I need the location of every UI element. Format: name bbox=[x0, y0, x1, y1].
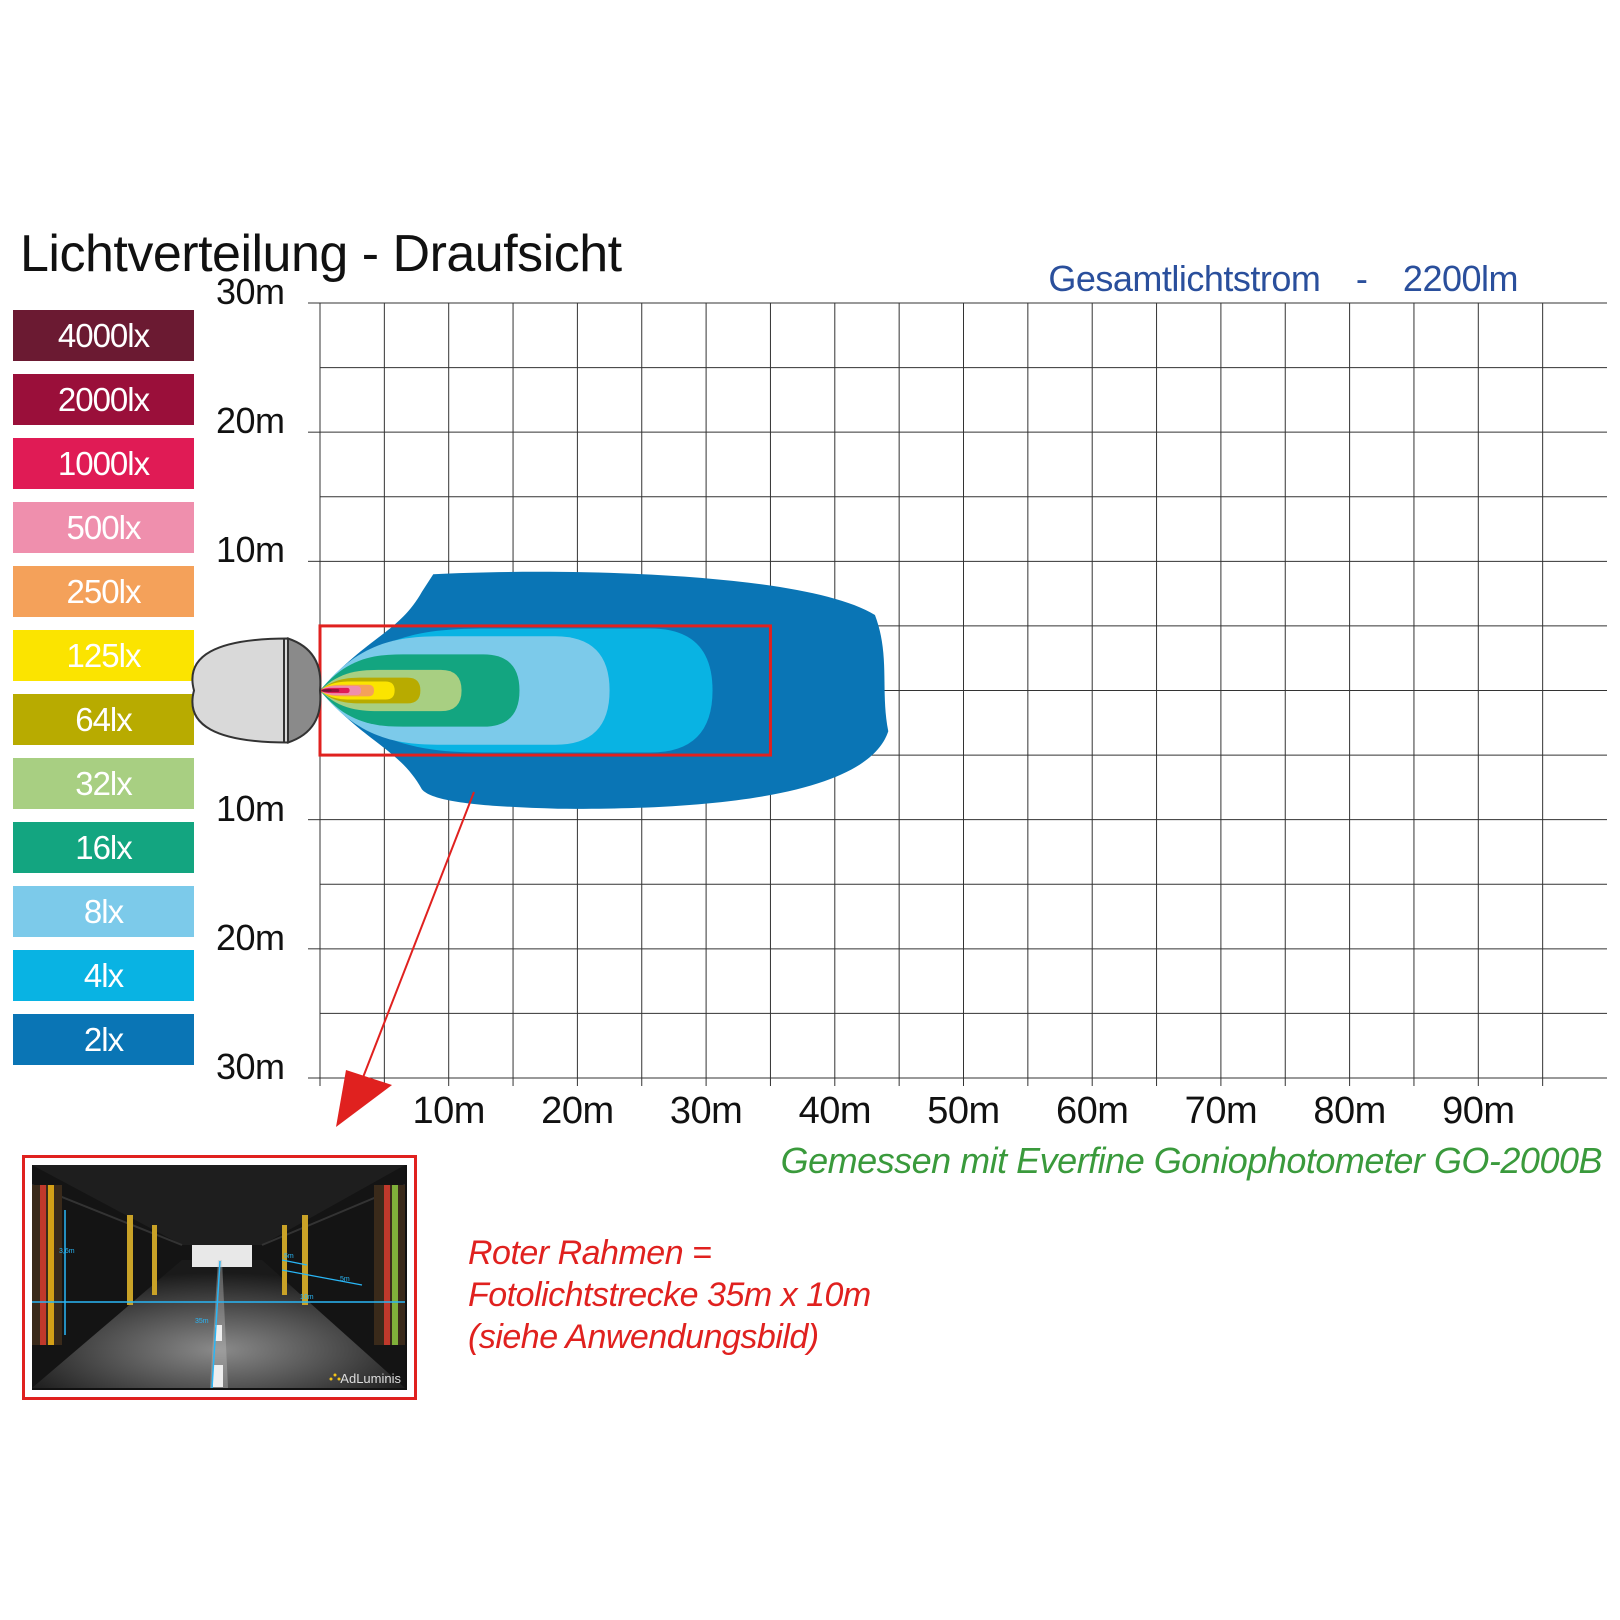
y-tick-label: 20m bbox=[216, 400, 285, 442]
lamp-lens bbox=[287, 637, 322, 744]
lux-legend: 4000lx 2000lx 1000lx 500lx 250lx 125lx 64lx 32l… bbox=[13, 310, 194, 1078]
frame-note-line: Fotolichtstrecke 35m x 10m bbox=[468, 1276, 871, 1314]
brand-logo-text: AdLuminis bbox=[340, 1371, 401, 1386]
total-flux-value: 2200lm bbox=[1402, 258, 1519, 299]
legend-item: 250lx bbox=[13, 566, 194, 617]
y-tick-label: 30m bbox=[216, 1046, 285, 1087]
legend-item: 125lx bbox=[13, 630, 194, 681]
x-tick-label: 80m bbox=[1313, 1090, 1386, 1132]
total-flux: Gesamtlichtstrom - 2200lm bbox=[1048, 258, 1518, 300]
total-flux-label: Gesamtlichtstrom bbox=[1048, 258, 1321, 299]
legend-item: 2000lx bbox=[13, 374, 194, 425]
legend-item: 2lx bbox=[13, 1014, 194, 1065]
photo-label-5m: 5m bbox=[284, 1253, 294, 1260]
total-flux-dash: - bbox=[1355, 258, 1368, 299]
legend-item: 4000lx bbox=[13, 310, 194, 361]
legend-item: 32lx bbox=[13, 758, 194, 809]
x-tick-label: 30m bbox=[669, 1090, 743, 1132]
x-tick-label: 90m bbox=[1442, 1090, 1515, 1132]
arrow-line bbox=[361, 791, 475, 1081]
photo-label-5m: 5m bbox=[340, 1276, 350, 1283]
tunnel-photo: 3,6m 5m 5m 10m 35m AdLuminis bbox=[32, 1165, 407, 1390]
y-tick-label: 30m bbox=[216, 271, 285, 312]
x-tick-label: 10m bbox=[412, 1090, 485, 1132]
lamp-body bbox=[191, 637, 289, 744]
y-tick-label: 10m bbox=[216, 787, 285, 829]
frame-note-line: (siehe Anwendungsbild) bbox=[468, 1318, 819, 1356]
x-tick-label: 40m bbox=[798, 1090, 872, 1132]
legend-item: 16lx bbox=[13, 822, 194, 873]
measurement-note: Gemessen mit Everfine Goniophotometer GO… bbox=[780, 1140, 1603, 1181]
x-tick-label: 50m bbox=[927, 1090, 1000, 1132]
application-photo: 3,6m 5m 5m 10m 35m AdLuminis bbox=[22, 1155, 417, 1400]
photo-label-height: 3,6m bbox=[59, 1248, 75, 1255]
isolux-contour-4000lx bbox=[320, 689, 332, 692]
photo-label-10m: 10m bbox=[300, 1294, 314, 1301]
frame-note: Roter Rahmen = Fotolichtstrecke 35m x 10… bbox=[468, 1232, 871, 1358]
x-tick-label: 70m bbox=[1184, 1090, 1258, 1132]
legend-item: 4lx bbox=[13, 950, 194, 1001]
legend-item: 64lx bbox=[13, 694, 194, 745]
legend-item: 1000lx bbox=[13, 438, 194, 489]
chart-title: Lichtverteilung - Draufsicht bbox=[20, 225, 622, 283]
y-tick-label: 10m bbox=[216, 529, 285, 571]
frame-note-line: Roter Rahmen = bbox=[468, 1234, 712, 1272]
y-tick-label: 20m bbox=[216, 916, 285, 958]
arrow-head bbox=[336, 1070, 392, 1127]
x-tick-label: 60m bbox=[1055, 1090, 1129, 1132]
legend-item: 8lx bbox=[13, 886, 194, 937]
legend-item: 500lx bbox=[13, 502, 194, 553]
x-tick-label: 20m bbox=[541, 1090, 614, 1132]
photo-label-35m: 35m bbox=[195, 1318, 209, 1325]
